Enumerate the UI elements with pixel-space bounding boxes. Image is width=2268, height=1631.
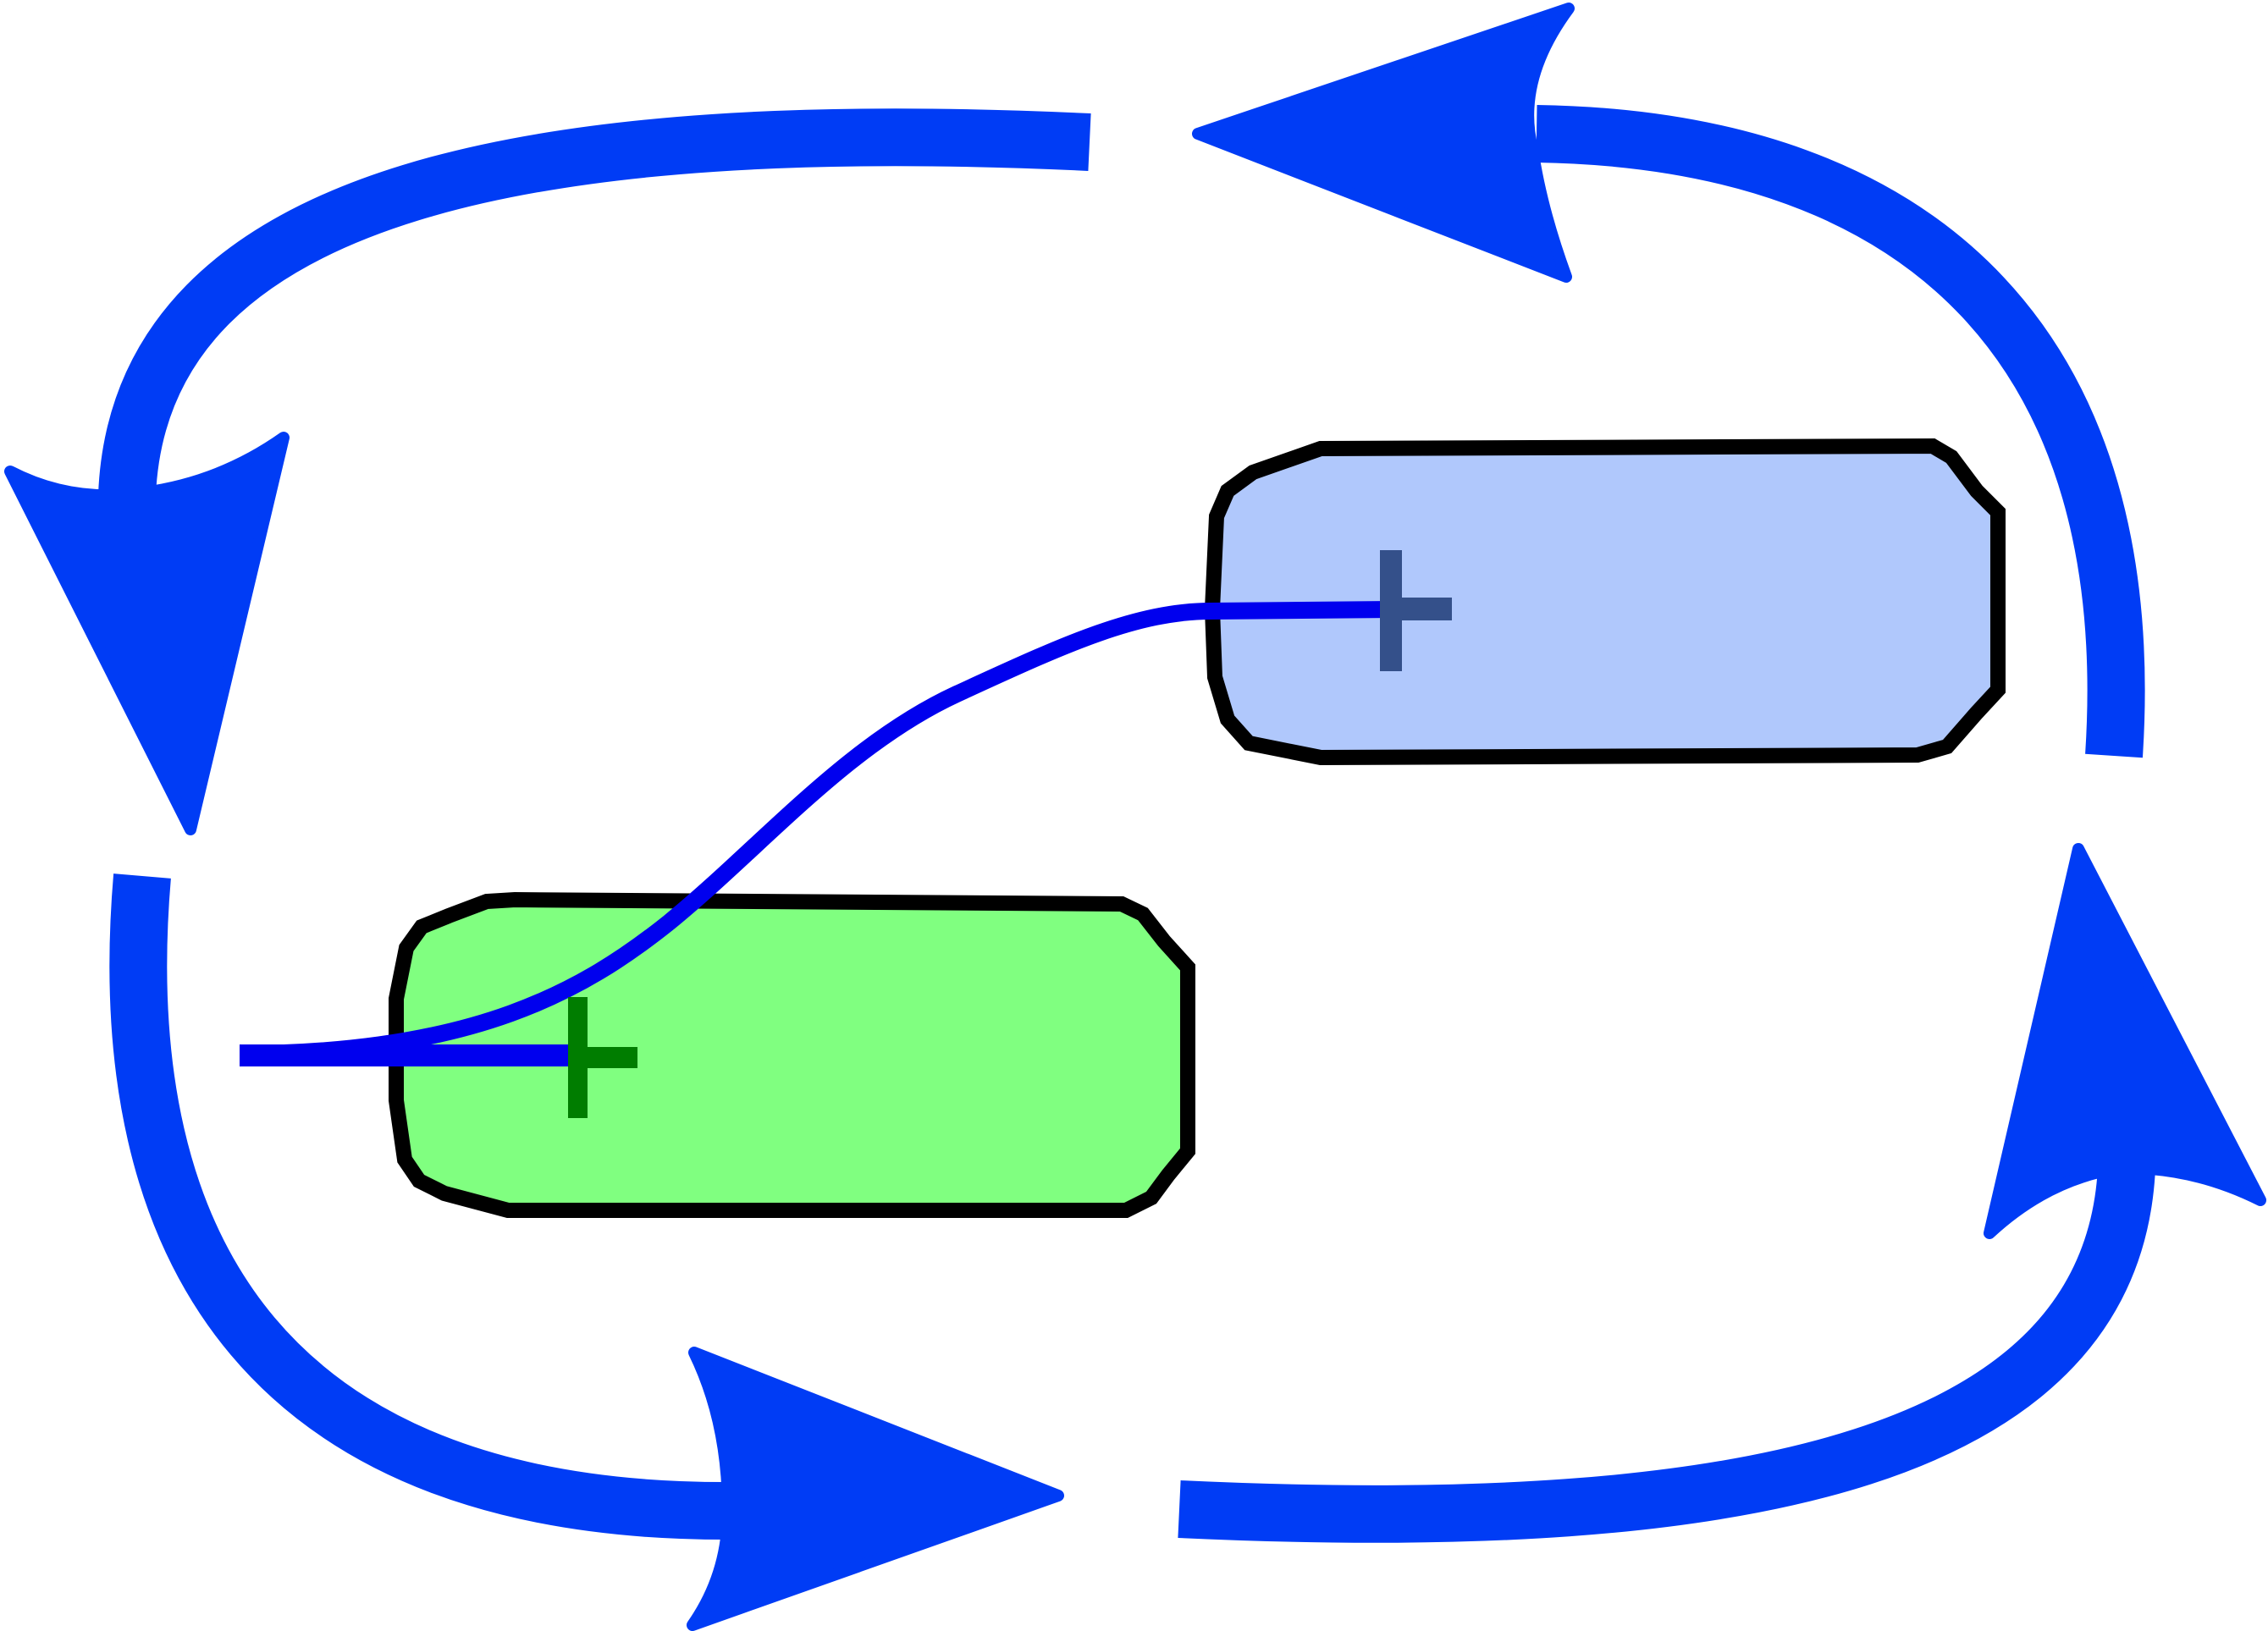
path-lines	[239, 601, 1393, 1066]
goal-marker-plus-icon	[1380, 550, 1452, 671]
bottom-arrow-shaft	[109, 873, 737, 1540]
left-arrow-shaft	[1536, 105, 2145, 758]
trajectory-curve	[239, 601, 1393, 1062]
left-arrow-head	[4, 432, 290, 835]
cycle-arrows	[4, 3, 2266, 1631]
goal-box	[1204, 438, 2006, 766]
start-marker-horizontal	[568, 1047, 637, 1068]
top-arrow-head	[1192, 3, 1575, 283]
bottom-arrow-head	[687, 1347, 1064, 1631]
goal-marker-horizontal	[1380, 598, 1452, 620]
right-arrow-shaft	[1178, 1166, 2155, 1543]
top-arrow-shaft	[98, 108, 1091, 497]
goal-box-shape	[1204, 438, 2006, 766]
start-marker-plus-icon	[568, 997, 637, 1118]
right-arrow-head	[1984, 843, 2266, 1239]
